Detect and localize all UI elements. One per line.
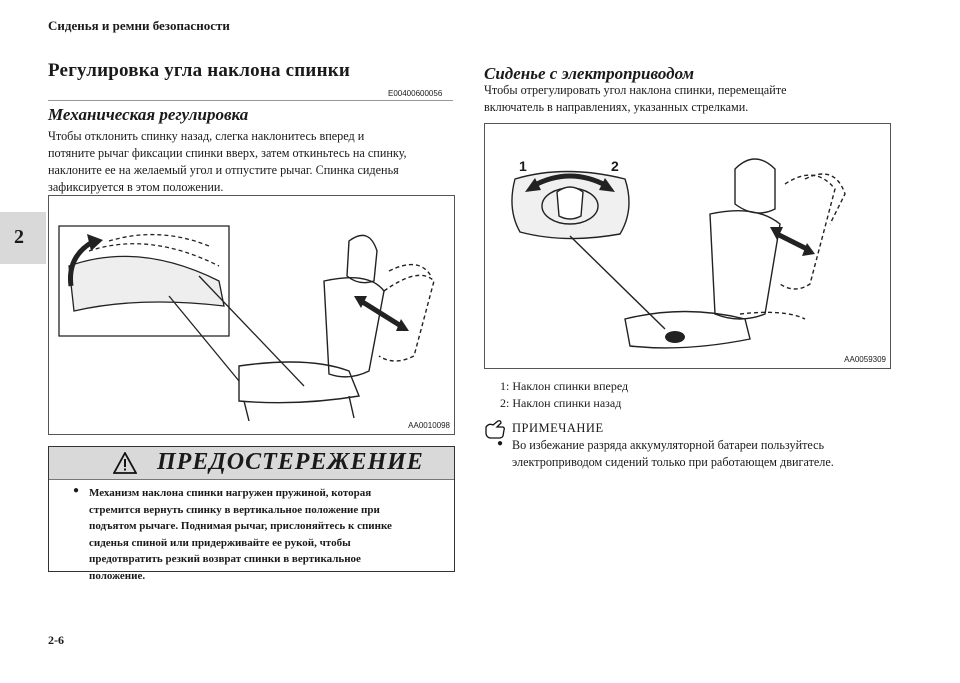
recline-arrow-icon	[359, 298, 403, 329]
warning-text: Механизм наклона спинки нагружен пружино…	[89, 485, 444, 584]
seat-switch-icon	[665, 331, 685, 343]
warning-line: стремится вернуть спинку в вертикальное …	[89, 503, 380, 516]
note-label: ПРИМЕЧАНИЕ	[512, 421, 604, 435]
paragraph-line: Чтобы отрегулировать угол наклона спинки…	[484, 83, 787, 97]
warning-header: ПРЕДОСТЕРЕЖЕНИЕ	[49, 447, 454, 480]
warning-box: ПРЕДОСТЕРЕЖЕНИЕ ● Механизм наклона спинк…	[48, 446, 455, 582]
paragraph-line: зафиксируется в этом положении.	[48, 180, 224, 194]
manual-recline-figure: AA0010098	[48, 195, 455, 435]
title-rule	[48, 100, 453, 101]
warning-line: подъятом рычаге. Поднимая рычаг, прислон…	[89, 520, 392, 532]
warning-line: предотвратить резкий возврат спинки в ве…	[89, 553, 361, 565]
chapter-number: 2	[14, 226, 24, 248]
power-seat-illustration	[511, 158, 846, 349]
power-recline-figure: 1 2 AA0059309	[484, 123, 891, 369]
paragraph-line: Чтобы отклонить спинку назад, слегка нак…	[48, 129, 365, 143]
manual-seat-illustration	[58, 225, 435, 422]
figure-code: AA0059309	[844, 355, 886, 364]
legend-item: 2: Наклон спинки назад	[500, 396, 622, 410]
legend-item: 1: Наклон спинки вперед	[500, 379, 629, 393]
paragraph-line: наклоните ее на желаемый угол и отпустит…	[48, 163, 399, 177]
power-paragraph: Чтобы отрегулировать угол наклона спинки…	[484, 82, 904, 116]
chapter-tab	[0, 212, 46, 264]
note-text: Во избежание разряда аккумуляторной бата…	[512, 437, 912, 471]
section-code: E00400600056	[388, 89, 443, 98]
warning-title: ПРЕДОСТЕРЕЖЕНИЕ	[157, 449, 424, 475]
paragraph-line: потяните рычаг фиксации спинки вверх, за…	[48, 146, 407, 160]
note-hand-icon	[485, 420, 505, 439]
warning-bullet: ●	[73, 485, 80, 496]
warning-line: Механизм наклона спинки нагружен пружино…	[89, 487, 372, 499]
warning-triangle-icon	[113, 452, 137, 474]
warning-line: сиденья спиной или придерживайте ее руко…	[89, 536, 351, 549]
running-header: Сиденья и ремни безопасности	[48, 18, 230, 33]
note-bullet: ●	[497, 438, 504, 449]
figure-legend: 1: Наклон спинки вперед 2: Наклон спинки…	[500, 378, 628, 412]
figure-code: AA0010098	[408, 421, 450, 430]
subsection-title-manual: Механическая регулировка	[48, 105, 249, 124]
figure-label-1: 1	[519, 158, 527, 174]
note-line: электроприводом сидений только при работ…	[512, 455, 834, 469]
manual-paragraph: Чтобы отклонить спинку назад, слегка нак…	[48, 128, 468, 196]
note-line: Во избежание разряда аккумуляторной бата…	[512, 438, 825, 452]
switch-arrow-icon	[531, 173, 609, 189]
page-number: 2-6	[48, 633, 64, 647]
warning-line: положение.	[89, 569, 146, 582]
paragraph-line: включатель в направлениях, указанных стр…	[484, 100, 749, 114]
section-title: Регулировка угла наклона спинки	[48, 60, 351, 81]
recline-arrow-icon	[775, 231, 809, 252]
subsection-title-power: Сиденье с электроприводом	[484, 64, 695, 83]
figure-label-2: 2	[611, 158, 619, 174]
